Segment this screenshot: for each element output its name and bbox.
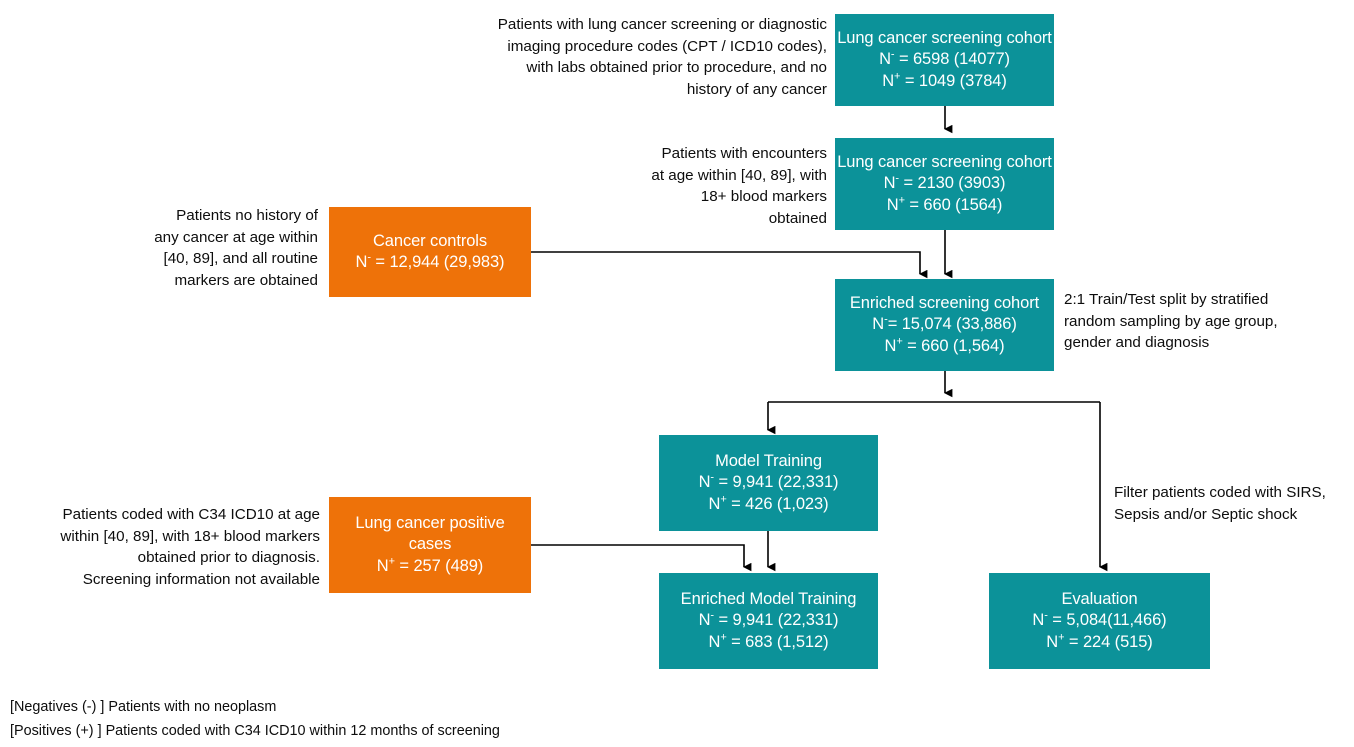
node-stat-negative: N-= 15,074 (33,886) [872,313,1017,334]
node-stat-positive: N+ = 426 (1,023) [708,493,829,513]
node-stat-negative: N- = 9,941 (22,331) [698,609,839,630]
connector-positives-to-enriched-model [531,544,752,572]
node-stat-positive: N+ = 257 (489) [376,555,484,575]
node-stat-positive: N+ = 660 (1,564) [884,335,1005,355]
legend-positives: [Positives (+) ] Patients coded with C34… [10,723,500,739]
annotation-screening-inclusion: Patients with lung cancer screening or d… [497,16,827,99]
annotation-encounters-filter: Patients with encounters at age within [… [651,145,827,228]
node-title: Enriched Model Training [680,590,857,609]
node-title: Enriched screening cohort [849,294,1040,313]
node-title-line2: cases [408,535,452,554]
node-stat-positive: N+ = 1049 (3784) [882,70,1007,90]
node-title: Evaluation [1061,590,1138,609]
annotation-positive-cases-criteria: Patients coded with C34 ICD10 at age wit… [60,506,320,589]
node-title: Model Training [715,452,822,471]
node-enriched-screening-cohort[interactable]: Enriched screening cohort N-= 15,074 (33… [835,279,1054,371]
node-stat-negative: N- = 12,944 (29,983) [355,251,505,271]
connector-cancer-controls-to-enriched [531,251,928,279]
node-lung-cancer-screening-cohort-1[interactable]: Lung cancer screening cohort N- = 6598 (… [835,14,1054,106]
node-title: Cancer controls [372,231,488,250]
node-stat-negative: N- = 2130 (3903) [883,172,1006,193]
node-title: Lung cancer screening cohort [837,153,1052,172]
node-lung-cancer-positive-cases[interactable]: Lung cancer positive cases N+ = 257 (489… [329,497,531,593]
node-stat-negative: N- = 6598 (14077) [879,48,1010,69]
node-stat-negative: N- = 9,941 (22,331) [698,471,839,492]
node-stat-negative: N- = 5,084(11,466) [1032,609,1167,630]
node-model-training[interactable]: Model Training N- = 9,941 (22,331) N+ = … [659,435,878,531]
annotation-train-test-split: 2:1 Train/Test split by stratified rando… [1064,291,1278,352]
node-stat-positive: N+ = 660 (1564) [886,194,1003,214]
legend-negatives: [Negatives (-) ] Patients with no neopla… [10,699,277,715]
annotation-cancer-controls-criteria: Patients no history of any cancer at age… [154,207,318,290]
node-enriched-model-training[interactable]: Enriched Model Training N- = 9,941 (22,3… [659,573,878,669]
node-evaluation[interactable]: Evaluation N- = 5,084(11,466) N+ = 224 (… [989,573,1210,669]
node-title-line1: Lung cancer positive [355,514,505,533]
node-cancer-controls[interactable]: Cancer controls N- = 12,944 (29,983) [329,207,531,297]
node-title: Lung cancer screening cohort [837,29,1052,48]
node-lung-cancer-screening-cohort-2[interactable]: Lung cancer screening cohort N- = 2130 (… [835,138,1054,230]
node-stat-positive: N+ = 683 (1,512) [708,631,829,651]
annotation-sirs-filter: Filter patients coded with SIRS, Sepsis … [1114,484,1326,523]
node-stat-positive: N+ = 224 (515) [1046,631,1153,651]
